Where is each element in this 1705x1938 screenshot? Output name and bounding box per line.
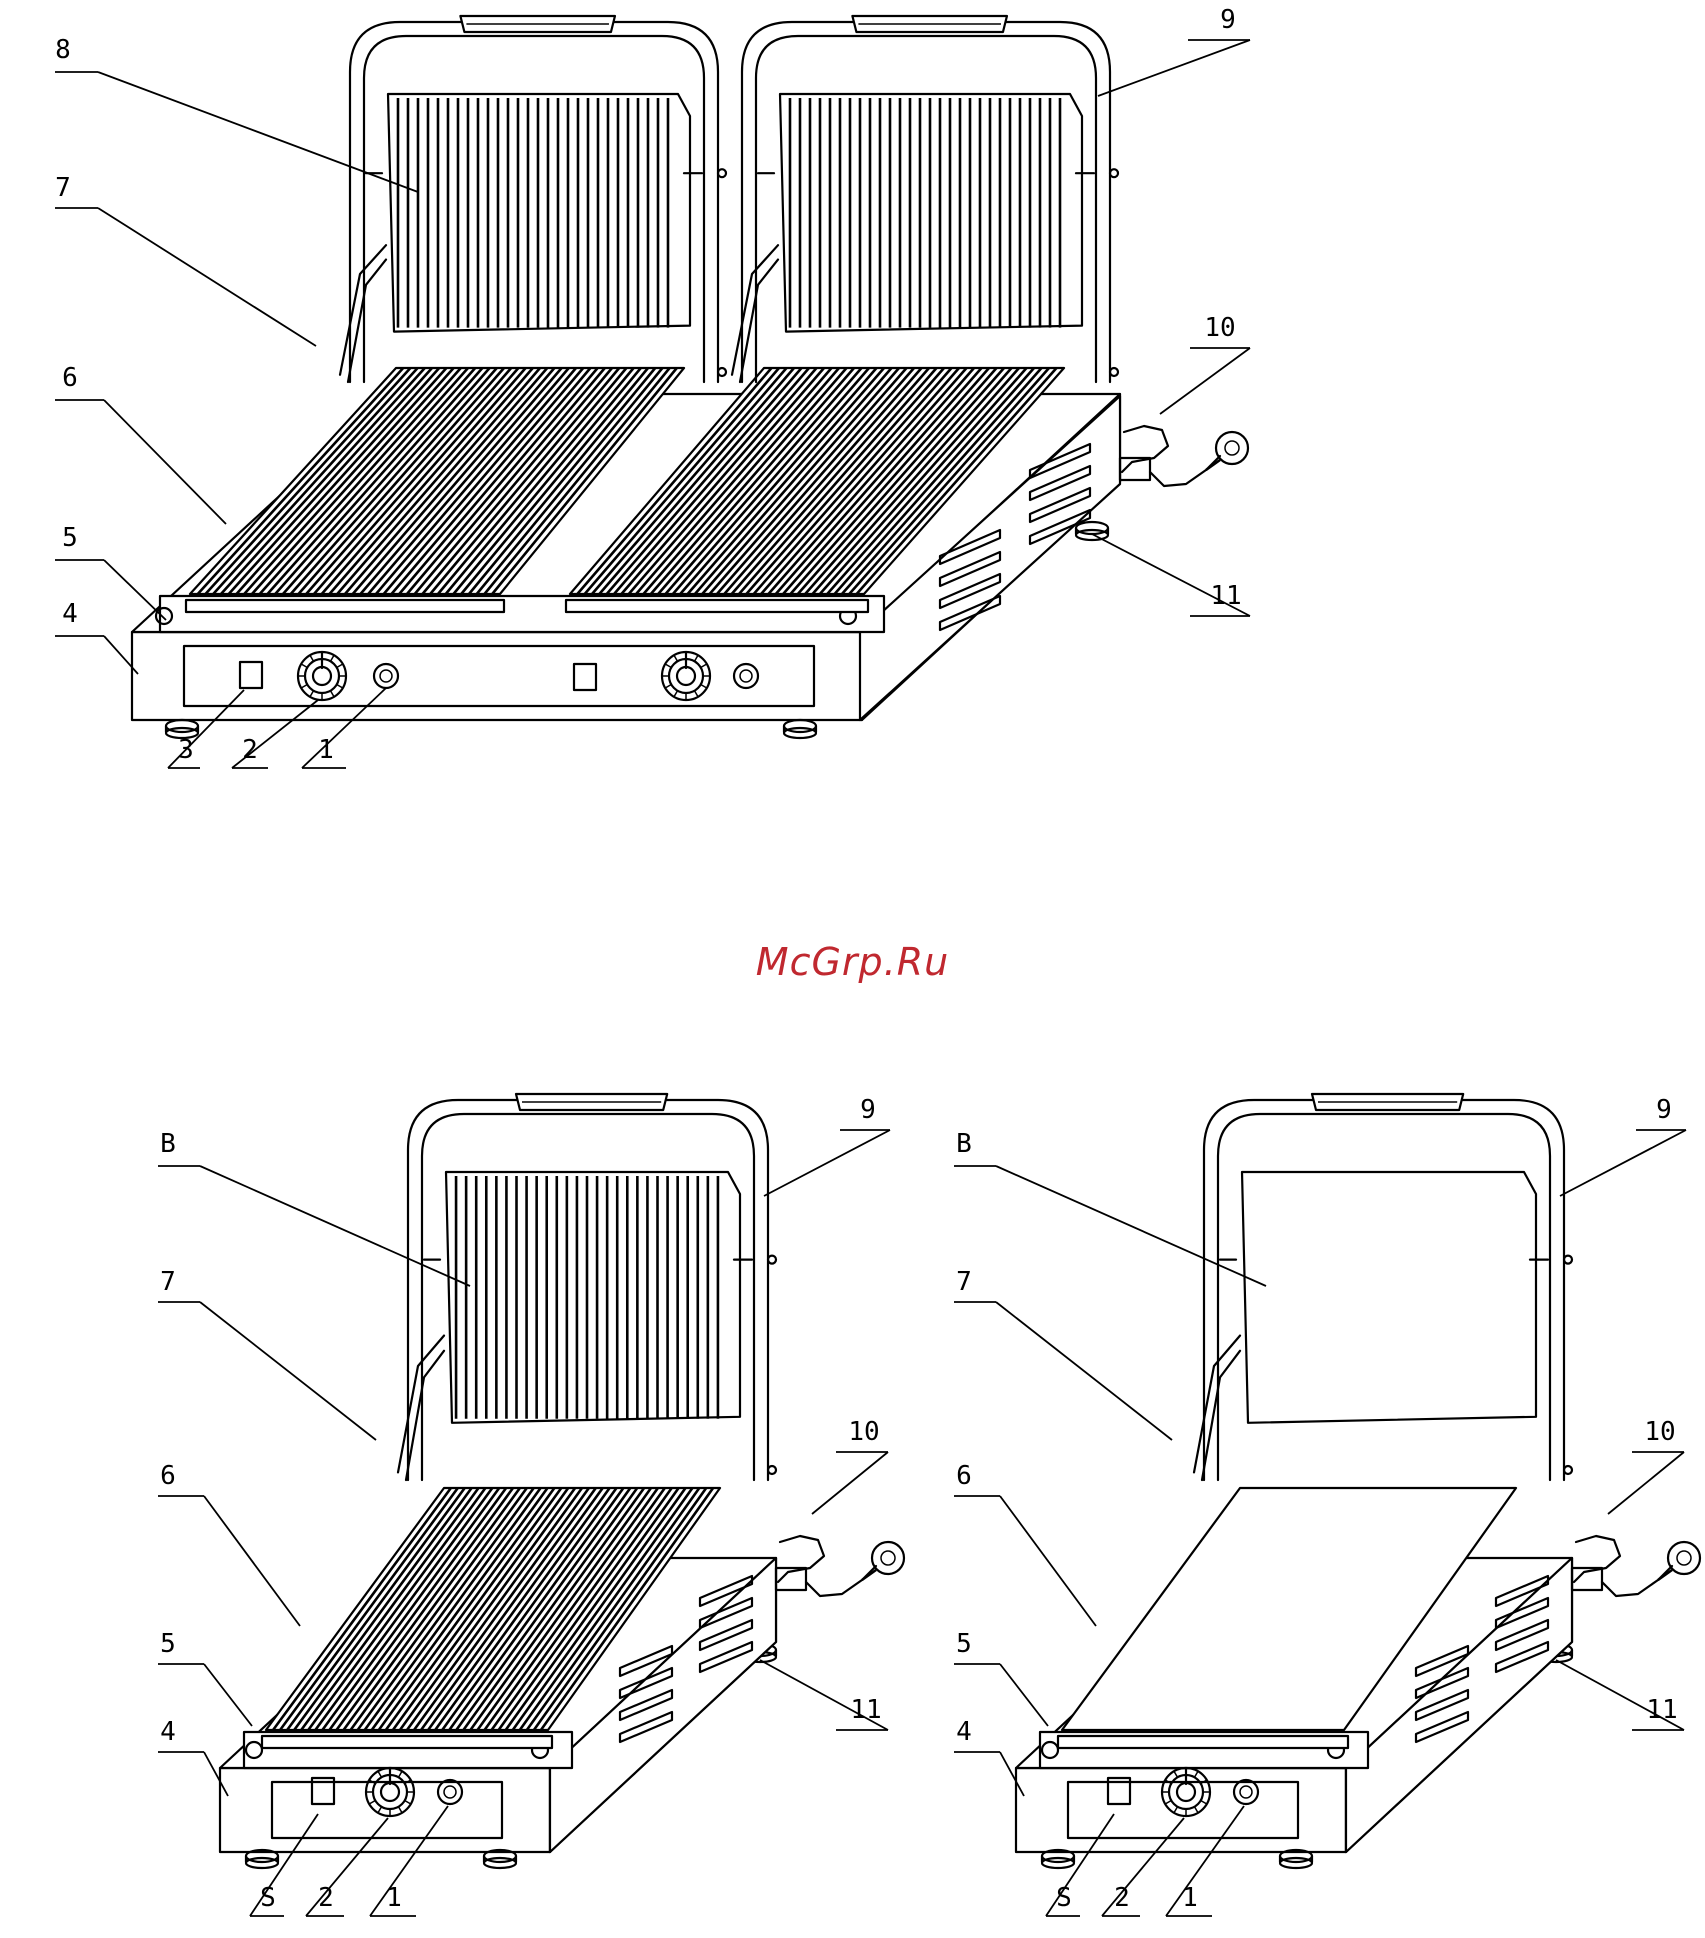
single-ribbed-hood-bolt <box>768 1256 776 1264</box>
power-cord-loop <box>778 1536 824 1582</box>
single-ribbed-hood-bolt <box>768 1466 776 1474</box>
callout-2: 2 <box>242 735 258 765</box>
plug <box>1668 1542 1700 1574</box>
single-flat-callout-11: 11 <box>1646 1695 1677 1725</box>
watermark: McGrp.Ru <box>0 940 1705 984</box>
single-ribbed-callout-5-leader <box>204 1664 252 1726</box>
single-flat-grill-figure: B 7 6 5 4 9 10 11S 2 1 <box>954 1094 1700 1916</box>
single-flat-callout-5-leader <box>1000 1664 1048 1726</box>
single-ribbed-callout-10-leader <box>812 1452 888 1514</box>
single-ribbed-callout-1: 1 <box>386 1883 402 1913</box>
callout-8: 8 <box>55 35 71 65</box>
single-flat-callout-6-leader <box>1000 1496 1096 1626</box>
plug <box>1216 432 1248 464</box>
single-ribbed-callout-4: 4 <box>160 1717 176 1747</box>
single-ribbed-lower-plate-lip <box>262 1736 552 1748</box>
callout-7: 7 <box>55 173 71 203</box>
single-flat-callout-8-leader <box>996 1166 1266 1286</box>
callout-6: 6 <box>62 363 78 393</box>
callout-11: 11 <box>1210 581 1241 611</box>
single-ribbed-callout-11: 11 <box>850 1695 881 1725</box>
plug <box>872 1542 904 1574</box>
callout-7-leader <box>98 208 316 346</box>
single-ribbed-callout-6: 6 <box>160 1461 176 1491</box>
single-ribbed-callout-5: 5 <box>160 1629 176 1659</box>
single-flat-callout-6: 6 <box>956 1461 972 1491</box>
single-ribbed-grill-figure: B 7 6 5 4 9 10 11S 2 1 <box>158 1094 904 1916</box>
single-ribbed-callout-9: 9 <box>860 1095 876 1125</box>
single-flat-callout-9-leader <box>1560 1130 1686 1196</box>
single-flat-hood-plate <box>1242 1172 1536 1423</box>
callout-5-leader <box>104 560 166 620</box>
single-flat-hood-bolt <box>1564 1466 1572 1474</box>
single-flat-hood-bolt <box>1564 1256 1572 1264</box>
single-flat-callout-10: 10 <box>1644 1417 1675 1447</box>
single-flat-callout-8: B <box>956 1129 972 1159</box>
single-ribbed-callout-2: 2 <box>318 1883 334 1913</box>
single-flat-callout-7: 7 <box>956 1267 972 1297</box>
callout-9-leader <box>1098 40 1250 96</box>
power-cord <box>1150 456 1220 486</box>
single-ribbed-callout-6-leader <box>204 1496 300 1626</box>
callout-10: 10 <box>1204 313 1235 343</box>
single-flat-callout-1: 1 <box>1182 1883 1198 1913</box>
power-cord <box>806 1566 876 1596</box>
power-cord <box>1602 1566 1672 1596</box>
double-lower-plate-right-lip <box>566 600 868 612</box>
single-ribbed-hood-plate <box>446 1172 740 1423</box>
plug-pins <box>881 1551 895 1565</box>
callout-9: 9 <box>1220 5 1236 35</box>
double-lower-plate-left-lip <box>186 600 504 612</box>
single-ribbed-callout-7: 7 <box>160 1267 176 1297</box>
single-flat-base-front <box>1016 1768 1346 1852</box>
single-flat-callout-9: 9 <box>1656 1095 1672 1125</box>
double-hood-right-arm-inner <box>740 260 778 382</box>
single-flat-callout-3: S <box>1056 1883 1072 1913</box>
callout-6-leader <box>104 400 226 524</box>
single-ribbed-callout-10: 10 <box>848 1417 879 1447</box>
single-flat-callout-2: 2 <box>1114 1883 1130 1913</box>
single-flat-hood-arm-inner <box>1202 1351 1240 1480</box>
callout-3: 3 <box>178 735 194 765</box>
single-ribbed-callout-8: B <box>160 1129 176 1159</box>
double-hood-right-bolt <box>1110 169 1118 177</box>
power-cord-loop <box>1122 426 1168 472</box>
single-ribbed-callout-9-leader <box>764 1130 890 1196</box>
single-ribbed-callout-7-leader <box>200 1302 376 1440</box>
plug-pins <box>1677 1551 1691 1565</box>
double-hood-right-bolt <box>1110 368 1118 376</box>
single-ribbed-hood-arm-inner <box>406 1351 444 1480</box>
callout-5: 5 <box>62 523 78 553</box>
callout-4: 4 <box>62 599 78 629</box>
double-grill-figure: 8 7 6 5 4 9 10 11 3 2 1 <box>55 5 1250 768</box>
double-hood-left-bolt <box>718 368 726 376</box>
single-flat-callout-10-leader <box>1608 1452 1684 1514</box>
single-ribbed-callout-3: S <box>260 1883 276 1913</box>
single-flat-callout-4: 4 <box>956 1717 972 1747</box>
callout-8-leader <box>98 72 418 192</box>
plug-pins <box>1225 441 1239 455</box>
power-cord-loop <box>1574 1536 1620 1582</box>
single-flat-callout-7-leader <box>996 1302 1172 1440</box>
single-flat-lower-plate-lip <box>1058 1736 1348 1748</box>
callout-10-leader <box>1160 348 1250 414</box>
callout-1: 1 <box>318 735 334 765</box>
double-hood-left-arm-inner <box>348 260 386 382</box>
double-hood-left-bolt <box>718 169 726 177</box>
single-ribbed-base-front <box>220 1768 550 1852</box>
single-flat-callout-5: 5 <box>956 1629 972 1659</box>
single-ribbed-callout-8-leader <box>200 1166 470 1286</box>
